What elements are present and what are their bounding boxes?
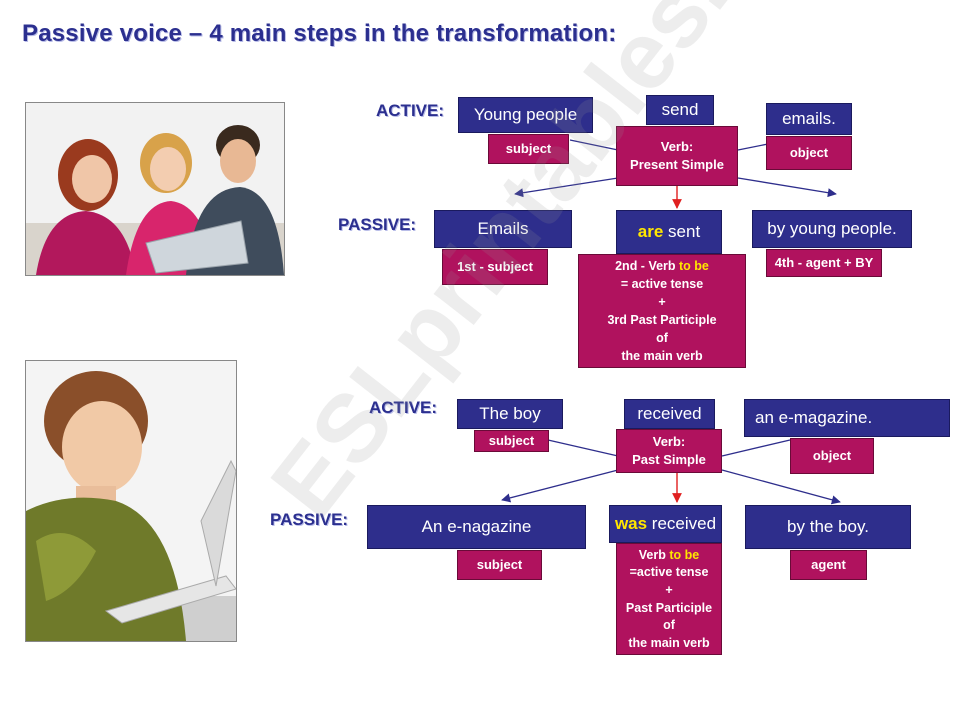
subject-link-line-2 [547, 439, 619, 457]
passive-agent-tag-2: agent [790, 550, 867, 580]
page-title: Passive voice – 4 main steps in the tran… [22, 20, 617, 47]
subject-to-agent-arrow-2 [721, 469, 841, 505]
active-object-tag-2: object [790, 438, 874, 474]
active-label-2: ACTIVE: [369, 398, 437, 417]
passive-verb-note-2: Verb to be =active tense + Past Particip… [616, 543, 722, 655]
active-verb-tag-2: Verb: Past Simple [616, 429, 722, 473]
passive-agent-box-2: by the boy. [745, 505, 911, 549]
passive-subject-tag: 1st - subject [442, 249, 548, 285]
verb-tag-line: Verb: [660, 138, 694, 154]
subject-to-agent-arrow [737, 177, 837, 198]
passive-subject-tag-2: subject [457, 550, 542, 580]
active-label: ACTIVE: [376, 101, 444, 120]
verb-tag-line-2: Verb: [652, 433, 686, 449]
active-subject-tag: subject [488, 134, 569, 164]
note-line-1: 2nd - Verb to be [615, 259, 709, 273]
passive-subject-box-2: An e-nagazine [367, 505, 586, 549]
passive-verb-aux-2: was [614, 513, 648, 533]
boy-photo [25, 360, 237, 642]
note-line-4-2: Past Participle [625, 600, 713, 615]
object-link-line [737, 143, 769, 151]
passive-verb-note: 2nd - Verb to be = active tense + 3rd Pa… [578, 254, 746, 368]
subject-link-line [569, 139, 619, 151]
object-to-subject-arrow [514, 177, 619, 198]
verb-tag-tense: Present Simple [630, 157, 724, 172]
note-line-6: the main verb [621, 349, 703, 363]
note-line-4: 3rd Past Participle [607, 313, 717, 327]
passive-verb-aux: are [637, 221, 664, 241]
note-line-5: of [656, 331, 668, 345]
note-line-2-2: =active tense [629, 565, 709, 580]
active-object-tag: object [766, 136, 852, 170]
note-line-3-2: + [665, 583, 673, 598]
passive-subject-box: Emails [434, 210, 572, 248]
note-line-1-2: Verb to be [638, 547, 700, 562]
passive-verb-box-2: was received [609, 505, 722, 543]
object-to-subject-arrow-2 [501, 469, 619, 503]
passive-label: PASSIVE: [338, 215, 417, 234]
passive-agent-tag: 4th - agent + BY [766, 249, 882, 277]
note-line-2: = active tense [620, 277, 704, 291]
active-object-box: emails. [766, 103, 852, 135]
passive-verb-rest: sent [663, 221, 701, 241]
active-subject-box: Young people [458, 97, 593, 133]
note-line-6-2: the main verb [628, 636, 710, 651]
passive-agent-box: by young people. [752, 210, 912, 248]
object-link-line-2 [721, 439, 791, 457]
teens-photo [25, 102, 285, 276]
note-line-5-2: of [663, 618, 675, 633]
passive-verb-rest-2: received [647, 513, 717, 533]
active-verb-box-2: received [624, 399, 715, 429]
note-line-3: + [658, 295, 666, 309]
active-verb-box: send [646, 95, 714, 125]
passive-verb-box: are sent [616, 210, 722, 254]
active-subject-box-2: The boy [457, 399, 563, 429]
verb-tag-tense-2: Past Simple [632, 452, 706, 467]
passive-label-2: PASSIVE: [270, 510, 349, 529]
active-verb-tag: Verb: Present Simple [616, 126, 738, 186]
active-object-box-2: an e-magazine. [744, 399, 950, 437]
active-subject-tag-2: subject [474, 430, 549, 452]
